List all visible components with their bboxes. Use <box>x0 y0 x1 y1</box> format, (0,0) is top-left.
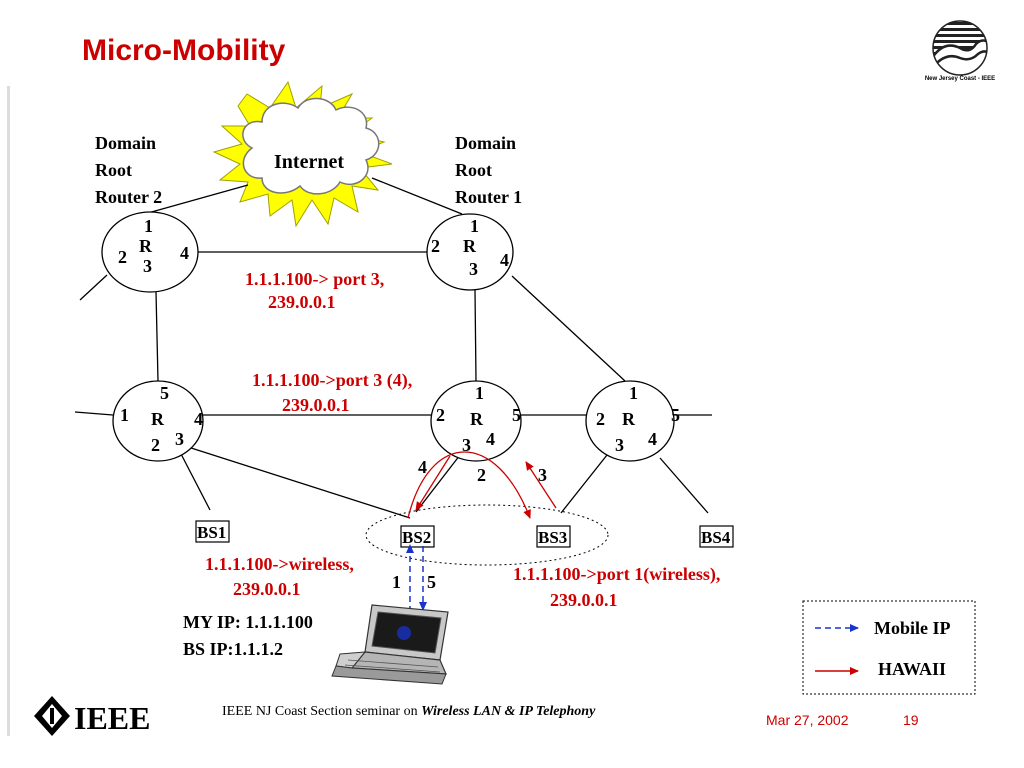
internet-label: Internet <box>274 151 344 173</box>
center-table-entry: 1.1.1.100->port 3 (4), <box>252 370 412 391</box>
root2-label-line3: Router 2 <box>95 187 162 207</box>
legend-box <box>802 600 976 695</box>
bs2-label: BS2 <box>402 528 431 547</box>
wireless-port-label: 5 <box>427 572 436 592</box>
bs1-box <box>195 520 230 543</box>
router-port-label: 3 <box>175 429 184 449</box>
hawaii-arrow-bs2-to-bs3 <box>407 451 531 519</box>
router-port-label: 1 <box>475 383 484 403</box>
root2-label-line1: Domain <box>95 133 156 153</box>
wireless-port-label: 1 <box>392 572 401 592</box>
host-ip-label: MY IP: 1.1.1.100 <box>183 612 313 632</box>
router-center <box>430 380 522 462</box>
router-port-label: 2 <box>436 405 445 425</box>
footer-topic: Wireless LAN & IP Telephony <box>421 704 596 719</box>
root1-label-line2: Root <box>455 160 492 180</box>
root1-label-line1: Domain <box>455 133 516 153</box>
router-port-label: 1 <box>120 405 129 425</box>
router-port-label: 2 <box>431 236 440 256</box>
bs4-label: BS4 <box>701 528 731 547</box>
router-port-label: 1 <box>629 383 638 403</box>
bs2-table-entry: 1.1.1.100->wireless, <box>205 554 354 574</box>
router-port-label: 1 <box>144 216 153 236</box>
router-port-label: 4 <box>500 250 509 270</box>
domain-root-router-1 <box>426 213 514 291</box>
laptop-icon <box>331 604 449 685</box>
router-port-label: 5 <box>512 405 521 425</box>
footer-caption: IEEE NJ Coast Section seminar on Wireles… <box>222 704 595 720</box>
router-letter: R <box>151 409 165 429</box>
internet-cloud: Internet <box>212 80 393 228</box>
bs-ip-label: BS IP:1.1.1.2 <box>183 639 283 659</box>
router-port-label: 5 <box>160 383 169 403</box>
link-label: 4 <box>418 457 427 477</box>
hawaii-paths <box>407 451 557 519</box>
root1-table-entry: 1.1.1.100-> port 3, <box>245 269 384 289</box>
router-port-label: 4 <box>648 429 657 449</box>
link-label: 3 <box>538 465 547 485</box>
router-letter: R <box>470 409 484 429</box>
router-letter: R <box>463 236 477 256</box>
mobile-ip-legend-label: Mobile IP <box>874 618 951 638</box>
bs-group-ellipse <box>365 504 609 566</box>
router-port-label: 3 <box>143 256 152 276</box>
legend: Mobile IP HAWAII <box>802 600 976 695</box>
router-port-label: 3 <box>615 435 624 455</box>
bs3-label: BS3 <box>538 528 567 547</box>
bs2-table-entry-mcast: 239.0.0.1 <box>233 579 301 599</box>
nj-coast-ieee-logo: New Jersey Coast - IEEE <box>904 18 1016 82</box>
router-port-label: 2 <box>596 409 605 429</box>
center-table-entry-mcast: 239.0.0.1 <box>282 395 350 415</box>
root1-label-line3: Router 1 <box>455 187 522 207</box>
mobile-ip-paths <box>406 544 427 612</box>
router-port-label: 3 <box>469 259 478 279</box>
domain-root-router-2 <box>101 211 199 293</box>
router-port-label: 2 <box>118 247 127 267</box>
link-label: 2 <box>477 465 486 485</box>
hawaii-legend-label: HAWAII <box>878 659 946 679</box>
wave-globe-icon <box>932 20 988 76</box>
router-letter: R <box>622 409 636 429</box>
root2-label-line2: Root <box>95 160 132 180</box>
router-port-label: 5 <box>671 405 680 425</box>
slide-date: Mar 27, 2002 <box>766 712 849 728</box>
ieee-logo: IEEE <box>34 696 150 736</box>
router-port-label: 4 <box>180 243 189 263</box>
routers <box>101 211 675 462</box>
router-port-label: 4 <box>194 409 203 429</box>
bs2-box <box>400 525 435 548</box>
router-right <box>585 380 675 462</box>
router-port-label: 2 <box>151 435 160 455</box>
base-stations: BS1 BS2 BS3 BS4 <box>195 520 734 548</box>
router-port-label: 1 <box>470 216 479 236</box>
side-bar <box>7 86 10 736</box>
hawaii-arrow-bs3-up <box>525 461 557 509</box>
bs3-box <box>536 525 571 548</box>
hawaii-arrow-to-bs2 <box>415 455 451 511</box>
slide-title: Micro-Mobility <box>82 34 286 67</box>
ieee-logo-text: IEEE <box>74 700 150 736</box>
router-letter: R <box>139 236 153 256</box>
slide-number: 19 <box>903 712 919 728</box>
footer-prefix: IEEE NJ Coast Section seminar on <box>222 704 422 719</box>
root1-table-entry-mcast: 239.0.0.1 <box>268 292 336 312</box>
router-left <box>112 380 204 462</box>
bs1-label: BS1 <box>197 523 226 542</box>
router-port-label: 3 <box>462 435 471 455</box>
bs3-table-entry: 1.1.1.100->port 1(wireless), <box>513 564 720 585</box>
bs3-table-entry-mcast: 239.0.0.1 <box>550 590 618 610</box>
router-port-label: 4 <box>486 429 495 449</box>
bs4-box <box>699 525 734 548</box>
logo-caption: New Jersey Coast - IEEE <box>924 76 996 82</box>
